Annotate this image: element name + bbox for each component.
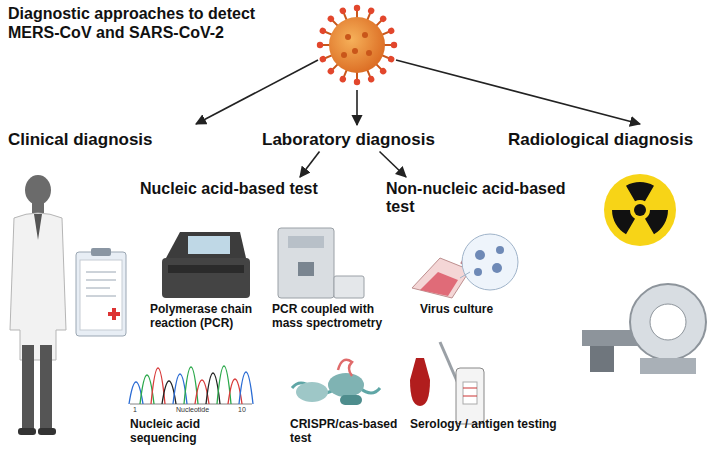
node-text: Virus culture xyxy=(420,303,496,317)
method-label: Polymerase chain reaction (PCR) xyxy=(150,303,255,331)
test-kit xyxy=(410,342,484,424)
node-text: Nucleic acid sequencing xyxy=(130,418,203,446)
axis-label: 10 xyxy=(238,406,246,413)
arrow-line xyxy=(356,90,358,125)
doctor-figure xyxy=(10,175,66,435)
virus-icon xyxy=(317,5,397,85)
node-text: Polymerase chain reaction (PCR) xyxy=(150,303,255,331)
node-text: Laboratory diagnosis xyxy=(262,130,437,150)
arrow-line xyxy=(196,60,318,124)
arrow-line xyxy=(396,60,640,124)
method-label: Serology / antigen testing xyxy=(410,418,559,432)
diagram-title: Diagnostic approaches to detect MERS-CoV… xyxy=(8,4,280,42)
arrow-connector xyxy=(300,152,320,177)
arrow-connector xyxy=(380,152,407,177)
subcategory-heading: Nucleic acid-based test xyxy=(140,180,320,198)
axis-label: 1 xyxy=(133,406,137,413)
method-label: Virus culture xyxy=(420,303,496,317)
mass-spectrometer xyxy=(278,228,364,298)
crispr-icon xyxy=(292,360,380,405)
axis-label: Nucleotide xyxy=(176,406,209,413)
ct-scanner xyxy=(582,284,706,374)
method-label: CRISPR/cas-based test xyxy=(290,418,400,446)
category-heading: Radiological diagnosis xyxy=(508,130,696,150)
method-label: PCR coupled with mass spectrometry xyxy=(272,303,385,331)
node-text: Serology / antigen testing xyxy=(410,418,559,432)
sequencing-chromatogram xyxy=(129,366,253,404)
subcategory-heading: Non-nucleic acid-based test xyxy=(386,180,568,217)
method-label: Nucleic acid sequencing xyxy=(130,418,203,446)
radiation-symbol xyxy=(604,174,676,246)
clipboard-icon xyxy=(76,248,126,336)
node-text: Non-nucleic acid-based test xyxy=(386,180,568,217)
category-heading: Clinical diagnosis xyxy=(8,130,155,150)
category-heading: Laboratory diagnosis xyxy=(262,130,437,150)
culture-flask xyxy=(412,234,518,298)
node-text: Radiological diagnosis xyxy=(508,130,696,150)
node-text: CRISPR/cas-based test xyxy=(290,418,400,446)
node-text: PCR coupled with mass spectrometry xyxy=(272,303,385,331)
node-text: Clinical diagnosis xyxy=(8,130,155,150)
node-text: Nucleic acid-based test xyxy=(140,180,320,198)
pcr-machine xyxy=(162,232,250,298)
